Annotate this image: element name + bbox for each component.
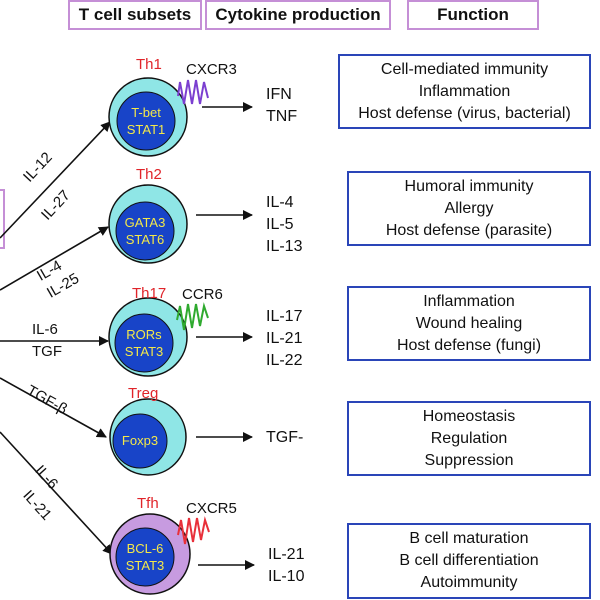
cytokine-item: IL-21 [266,330,303,347]
cytokine-item: TGF- [266,429,304,446]
tf-tfh-line2: STAT3 [125,558,165,573]
cell-name-th2: Th2 [136,166,162,183]
arrow-to-tfh [0,431,113,555]
function-item: B cell maturation [409,530,529,547]
receptor-label-cxcr3: CXCR3 [186,61,237,78]
tf-th1: T-bet STAT1 [116,104,176,138]
header-cytokine-production: Cytokine production [205,0,391,30]
tf-th17-line1: RORs [126,327,162,342]
function-box-th17: Inflammation Wound healing Host defense … [347,286,591,361]
function-item: Regulation [430,429,508,447]
tf-th17: RORs STAT3 [114,326,174,360]
arrow-to-th1 [0,121,111,239]
cytokine-item: IL-10 [268,568,305,585]
function-item: Humoral immunity [404,177,534,195]
cytokine-item: IL-21 [268,546,305,563]
cytokine-item: IFN [266,86,292,103]
cytokine-item: IL-17 [266,308,303,325]
header-function: Function [407,0,539,30]
cxcr3-receptor-icon [177,79,209,105]
cell-th17 [108,297,188,377]
cell-name-th1: Th1 [136,56,162,73]
function-item: B cell differentiation [399,552,539,569]
cytokine-item: IL-4 [266,194,294,211]
function-item: Allergy [444,199,494,217]
function-box-th2: Humoral immunity Allergy Host defense (p… [347,171,591,246]
cell-treg [109,398,187,476]
function-item: Homeostasis [422,407,516,425]
cell-tfh [109,513,191,595]
function-item: Inflammation [423,292,515,310]
cell-th1 [108,77,188,157]
tf-th1-line2: STAT1 [126,122,166,137]
tf-tfh-line1: BCL-6 [126,541,164,556]
tf-treg-line1: Foxp3 [121,433,159,448]
cxcr5-receptor-icon [177,516,210,545]
cell-name-tfh: Tfh [137,495,159,512]
signal-th17-a: IL-6 [32,321,58,338]
function-item: Host defense (fungi) [396,336,542,354]
function-item: Inflammation [418,82,511,100]
cytokine-item: IL-5 [266,216,294,233]
cytokine-item: IL-22 [266,352,303,369]
cytokines-treg: TGF- [266,427,303,449]
arrow-to-th2 [0,226,109,291]
function-box-th1: Cell-mediated immunity Inflammation Host… [338,54,591,129]
function-box-treg: Homeostasis Regulation Suppression [347,401,591,476]
cytokines-th1: IFN TNF [266,84,297,128]
tf-th2-line2: STAT6 [125,232,165,247]
ccr6-receptor-icon [176,302,209,331]
function-item: Autoimmunity [420,574,518,591]
function-item: Cell-mediated immunity [380,60,549,78]
cell-name-th17: Th17 [132,285,167,302]
arrow-to-treg [0,377,107,438]
tf-tfh: BCL-6 STAT3 [115,540,175,574]
cytokines-tfh: IL-21 IL-10 [268,544,304,588]
tf-th2: GATA3 STAT6 [115,214,175,248]
cell-name-treg: Treg [128,385,159,402]
receptor-label-cxcr5: CXCR5 [186,500,237,517]
receptor-label-ccr6: CCR6 [182,286,223,303]
function-item: Wound healing [415,314,523,332]
left-partial-box [0,189,5,249]
function-box-tfh: B cell maturation B cell differentiation… [347,523,591,599]
cytokine-item: TNF [266,108,298,125]
tf-treg: Foxp3 [110,432,170,449]
function-item: Host defense (virus, bacterial) [358,104,571,122]
function-item: Suppression [424,451,514,469]
function-item: Host defense (parasite) [385,221,553,239]
cytokine-item: IL-13 [266,238,303,255]
tf-th1-line1: T-bet [131,105,161,120]
cell-th2 [108,184,188,264]
tf-th17-line2: STAT3 [124,344,164,359]
signal-th17-b: TGF [32,343,62,360]
cytokines-th17: IL-17 IL-21 IL-22 [266,306,302,372]
header-t-cell-subsets: T cell subsets [68,0,202,30]
tf-th2-line1: GATA3 [124,215,166,230]
cytokines-th2: IL-4 IL-5 IL-13 [266,192,302,258]
